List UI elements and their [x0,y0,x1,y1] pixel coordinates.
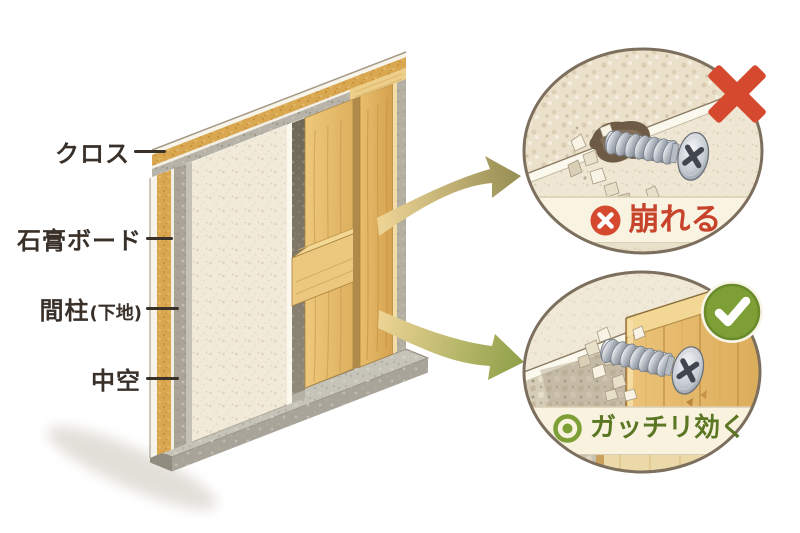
label-hollow-text: 中空 [91,367,141,395]
leader-line-stud [146,307,179,310]
inset-good-border [522,270,762,474]
inset-bad-border [522,47,764,255]
label-cross-text: クロス [55,140,130,168]
label-gypsum-board: 石膏ボード [17,228,142,254]
leader-line-hollow [146,377,179,380]
leader-line-gypsum [146,237,173,240]
circle-x-icon [590,205,621,236]
good-result-label: ガッチリ効く [537,405,762,451]
check-mark-icon [699,279,765,345]
label-gypsum-board-text: 石膏ボード [17,227,142,255]
bad-result-text: 崩れる [628,201,722,238]
double-circle-icon [553,413,582,443]
arrows [377,156,524,380]
floor-shadow [47,426,217,510]
arrow-to-bad-inset [377,156,521,236]
wall-cutaway [149,51,407,458]
good-result-text: ガッチリ効く [589,413,746,443]
leader-line-cross [134,150,166,153]
label-hollow: 中空 [91,368,141,394]
bad-result-label: 崩れる [563,199,748,241]
arrow-to-good-inset [378,310,524,380]
x-mark-icon [699,56,775,132]
label-stud-subtext: (下地) [89,303,142,324]
label-cross: クロス [55,141,130,167]
label-stud: 間柱(下地) [40,298,142,324]
label-stud-text: 間柱 [39,297,90,325]
cloth-layer-edge [150,175,157,458]
wall-top-band [152,52,406,177]
